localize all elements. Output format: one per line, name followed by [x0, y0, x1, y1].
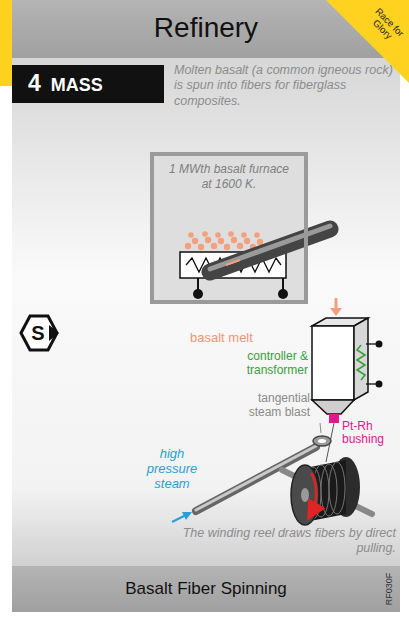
bushing-front	[312, 326, 354, 400]
part-label-holder: Pt-Rh bushing	[342, 420, 400, 446]
melt-arrow	[335, 298, 338, 309]
note-text-holder: The winding reel draws fibers by direct …	[182, 526, 396, 556]
part-label-holder: tangential steam blast	[230, 392, 310, 420]
steam-tee-hole	[318, 439, 326, 443]
terminal	[376, 341, 383, 348]
terminal	[193, 289, 203, 299]
bushing-wire	[366, 383, 377, 384]
yellow-strip	[0, 0, 12, 86]
mass-box: 4 MASS	[12, 65, 164, 103]
card-code-holder: RF030F	[384, 567, 394, 611]
card-ground	[12, 0, 400, 612]
note-text: The winding reel draws fibers by direct …	[182, 526, 396, 556]
reel-hub	[301, 488, 309, 502]
steam-tee	[313, 436, 331, 446]
title-holder: Refinery	[12, 11, 400, 45]
rod-melt	[226, 260, 240, 265]
furnace-label: 1 MWth basalt furnace at 1600 K.	[164, 162, 294, 192]
mass-unit: MASS	[51, 75, 103, 96]
basalt-rod	[210, 229, 330, 272]
part-label: high pressure steam	[138, 447, 206, 492]
rotation-arrow	[311, 473, 316, 512]
controller-coil	[357, 345, 365, 380]
hex-symbol: S	[18, 313, 62, 353]
part-label: basalt melt	[190, 330, 282, 345]
furnace-box: 1 MWth basalt furnace at 1600 K.	[150, 152, 308, 304]
name-band	[12, 566, 400, 612]
bushing-wire	[366, 343, 377, 344]
bushing-funnel	[312, 400, 354, 414]
part-label: controller & transformer	[226, 350, 308, 378]
leader-line	[320, 423, 321, 433]
melt-arrow-head	[330, 308, 342, 316]
card-name: Basalt Fiber Spinning	[125, 579, 287, 599]
mass-value: 4	[28, 70, 41, 97]
part-label-holder: basalt melt	[190, 330, 282, 345]
part-label: tangential steam blast	[230, 392, 310, 420]
reel-front-disk	[291, 465, 319, 525]
furnace-interior	[152, 154, 306, 302]
flavor-text-holder: Molten basalt (a common igneous rock) is…	[174, 63, 398, 109]
terminal	[278, 289, 288, 299]
terminal	[376, 381, 383, 388]
card-code: RF030F	[384, 567, 394, 611]
card-title: Refinery	[12, 11, 400, 45]
part-label-holder: controller & transformer	[226, 350, 308, 378]
part-label: Pt-Rh bushing	[342, 420, 400, 446]
bushing-side	[354, 318, 368, 400]
steam-arrow	[172, 515, 186, 522]
caption-holder: Basalt Fiber Spinning	[12, 566, 400, 612]
rod-highlight	[210, 226, 330, 269]
pt-rh-nozzle	[329, 414, 339, 423]
steam-arrow-head	[182, 512, 192, 520]
flavor-text: Molten basalt (a common igneous rock) is…	[174, 63, 398, 109]
hex-letter: S	[31, 322, 44, 345]
part-label-holder: high pressure steam	[138, 447, 206, 492]
